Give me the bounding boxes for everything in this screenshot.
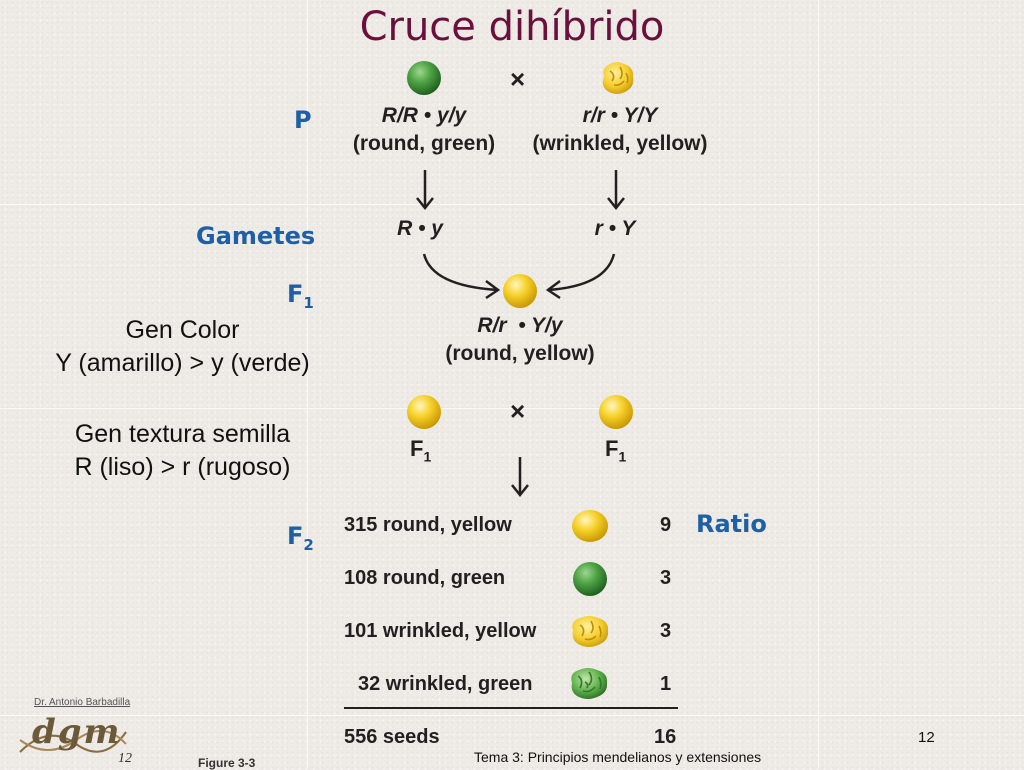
gametes-label: Gametes [196,222,316,250]
f1-phenotype: (round, yellow) [445,342,595,365]
f1-cross-right-label: F1 [605,436,627,465]
ratio-label: Ratio [696,510,767,538]
dgm-logo: dgm [18,712,128,754]
grid-line [0,204,1024,205]
f2-row-ratio: 9 [660,514,672,536]
arrow-down-icon [416,170,434,210]
f2-row-ratio: 3 [660,567,672,589]
total-label: 556 seeds [344,726,440,748]
slide-number: 12 [918,729,935,746]
gene-color-rule: Y (amarillo) > y (verde) [55,349,310,377]
round-yellow-pea-icon [407,395,441,429]
grid-line [0,715,1024,716]
f2-label: F2 [287,522,314,554]
parent-left: R/R • y/y (round, green) [336,102,512,158]
parent-left-genotype: R/R • y/y [381,104,467,127]
topic-footer: Tema 3: Principios mendelianos y extensi… [474,749,762,765]
f1-genotype: R/r • Y/y [477,314,563,337]
gamete-right: r • Y [594,217,636,240]
f2-row-label: 32 wrinkled, green [358,673,533,695]
round-green-pea-icon [407,61,441,95]
parent-right: r/r • Y/Y (wrinkled, yellow) [520,102,720,158]
f1-result: R/r • Y/y (round, yellow) [430,312,610,368]
author-credit: Dr. Antonio Barbadilla [34,697,131,708]
parent-right-phenotype: (wrinkled, yellow) [532,132,708,155]
round-yellow-pea-icon [572,510,608,542]
f2-row-label: 315 round, yellow [344,514,512,536]
page-title: Cruce dihíbrido [359,4,665,50]
gene-color-description: Gen Color Y (amarillo) > y (verde) [20,314,345,380]
gamete-left: R • y [397,217,443,240]
gene-texture-title: Gen textura semilla [74,420,291,448]
logo-text: dgm [32,712,122,752]
f2-row-ratio: 3 [660,620,672,642]
dna-helix-icon [19,730,127,753]
round-green-pea-icon [573,562,607,596]
round-yellow-pea-icon [599,395,633,429]
f2-row-ratio: 1 [660,673,672,695]
f1-cross-left-label: F1 [410,436,432,465]
wrinkled-green-pea-icon [571,668,608,699]
parent-left-phenotype: (round, green) [352,132,496,155]
round-yellow-pea-icon [503,274,537,308]
grid-line [818,0,819,768]
cross-symbol: × [510,64,526,94]
grid-line [0,408,1024,409]
gene-texture-description: Gen textura semilla R (liso) > r (rugoso… [20,418,345,484]
grid-line [307,0,308,768]
gene-color-title: Gen Color [125,316,240,344]
arrow-down-icon [607,170,625,210]
wrinkled-yellow-pea-icon [602,62,634,94]
figure-caption: Figure 3-3 [198,756,256,770]
f1-label: F1 [287,280,314,312]
slide-number-italic: 12 [118,751,132,766]
total-divider [344,707,678,709]
f2-row-label: 101 wrinkled, yellow [344,620,537,642]
wrinkled-yellow-pea-icon [572,616,609,647]
gene-texture-rule: R (liso) > r (rugoso) [74,453,291,481]
f2-row-label: 108 round, green [344,567,506,589]
arrow-down-icon [511,457,529,497]
p-generation-label: P [294,106,312,134]
parent-right-genotype: r/r • Y/Y [582,104,658,127]
curved-arrows-icon [422,253,616,300]
total-ratio: 16 [654,726,677,748]
cross-symbol: × [510,396,526,426]
